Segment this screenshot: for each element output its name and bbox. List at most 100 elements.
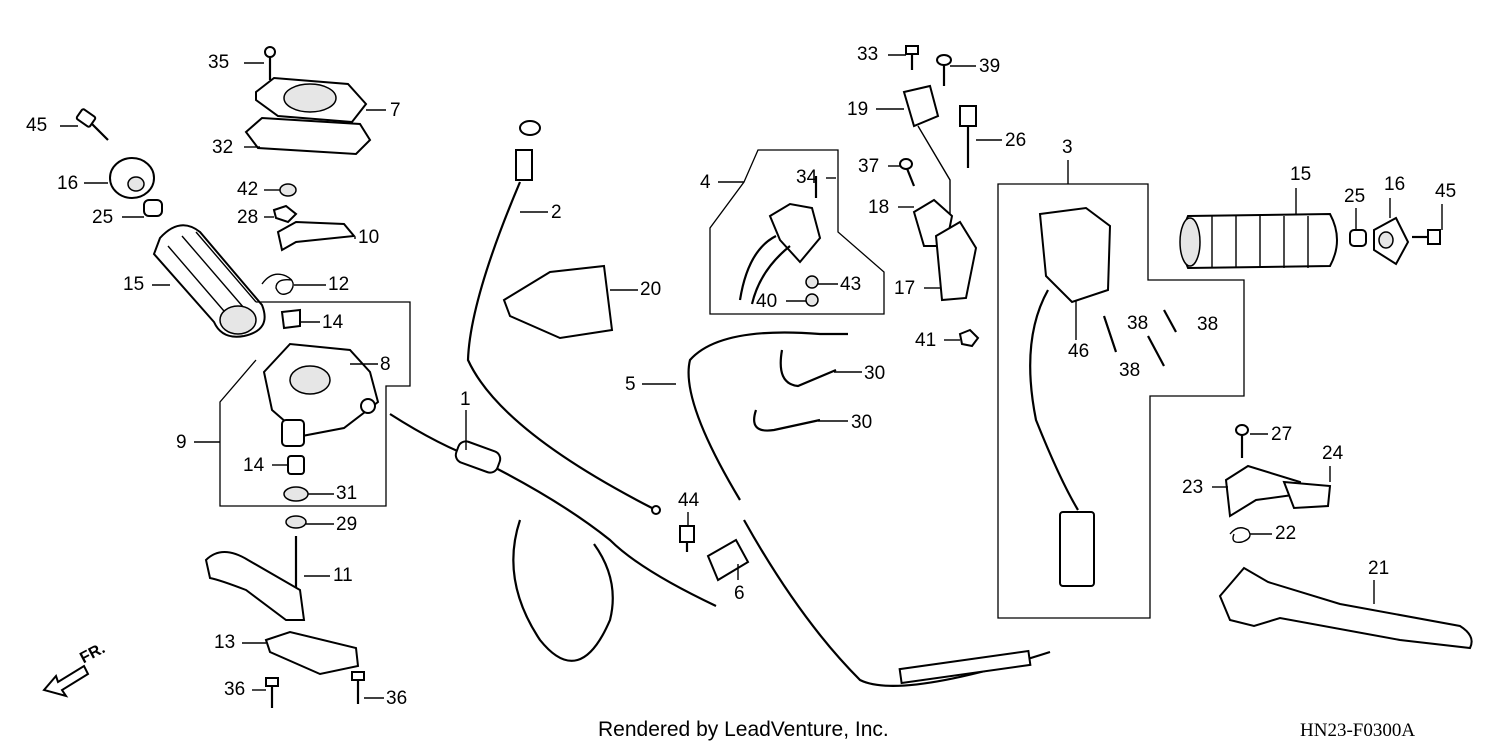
screw-38-c [1147,335,1165,367]
callout-43: 43 [840,274,862,295]
callout-20: 20 [640,279,662,300]
callout-16: 16 [1384,174,1406,195]
callout-15: 15 [123,274,145,295]
callout-4: 4 [700,172,711,193]
screw-27 [1235,424,1249,458]
screw-38-a [1102,315,1118,353]
callout-8: 8 [380,354,391,375]
pin-26 [959,105,977,168]
grip-15-left [152,224,266,338]
switch-46 [1029,206,1112,587]
assembly-box-9 [219,301,411,507]
callout-5: 5 [625,374,636,395]
screw-33 [905,45,919,70]
screw-37 [899,158,916,187]
callout-24: 24 [1322,443,1344,464]
holder-17 [934,220,978,302]
gasket-32 [244,116,372,156]
collar-25-right [1349,229,1367,247]
harness-30-bottom [753,409,821,432]
throttle-housing-8 [262,342,380,447]
grip-end-16-left [109,157,155,199]
washer-42 [279,183,297,197]
callout-45: 45 [1435,181,1457,202]
cap-14-bottom [287,455,305,475]
callout-18: 18 [868,197,890,218]
clip-19 [902,84,940,128]
brake-lever-21 [1218,566,1473,650]
washer-29 [285,515,307,529]
callout-32: 32 [212,137,234,158]
bolt-44 [679,525,695,552]
callout-40: 40 [756,291,778,312]
pad-24 [1282,480,1332,510]
callout-33: 33 [857,44,879,65]
callout-12: 12 [328,274,350,295]
callout-7: 7 [390,100,401,121]
callout-26: 26 [1005,130,1027,151]
callout-23: 23 [1182,477,1204,498]
callout-37: 37 [858,156,880,177]
callout-30: 30 [864,363,886,384]
callout-15: 15 [1290,164,1312,185]
cable-2 [466,120,661,515]
callout-1: 1 [460,389,471,410]
callout-29: 29 [336,514,358,535]
cable-1 [389,413,717,662]
callout-27: 27 [1271,424,1293,445]
lever-10 [276,220,356,252]
callout-38: 38 [1127,313,1149,334]
callout-10: 10 [358,227,380,248]
bolt-36-right [351,671,365,704]
switch-34 [738,176,822,305]
callout-6: 6 [734,583,745,604]
callout-13: 13 [214,632,236,653]
bolt-45-left [75,108,109,141]
callout-31: 31 [336,483,358,504]
callout-28: 28 [237,207,259,228]
assembly-box-3 [997,183,1245,619]
callout-36: 36 [224,679,246,700]
callout-16: 16 [57,173,79,194]
callout-30: 30 [851,412,873,433]
leader-lines [60,54,1443,699]
cable-5 [687,331,1051,687]
callout-41: 41 [915,330,937,351]
grip-15-right [1179,212,1338,270]
diagram-code: HN23-F0300A [1300,720,1416,741]
callout-38: 38 [1197,314,1219,335]
callout-34: 34 [796,167,818,188]
harness-30-top [779,349,837,388]
callout-14: 14 [322,312,344,333]
bolt-45-right [1412,229,1441,245]
callout-9: 9 [176,432,187,453]
footer-credit: Rendered by LeadVenture, Inc. [598,718,889,741]
throttle-cover-7 [255,46,368,124]
callout-19: 19 [847,99,869,120]
callout-46: 46 [1068,341,1090,362]
spring-12 [261,273,294,295]
callout-14: 14 [243,455,265,476]
nut-41 [958,328,980,348]
washer-43 [805,275,819,289]
callout-44: 44 [678,490,700,511]
callout-38: 38 [1119,360,1141,381]
callout-42: 42 [237,179,259,200]
cap-14-top [280,308,301,330]
spring-22 [1229,527,1251,544]
callout-35: 35 [208,52,230,73]
callout-36: 36 [386,688,408,709]
bolt-36-left [265,677,279,708]
plate-13 [264,630,360,676]
front-direction-arrow [42,664,90,698]
washer-31 [283,486,309,502]
callout-3: 3 [1062,137,1073,158]
callout-17: 17 [894,278,916,299]
assembly-box-4 [709,149,885,315]
callout-25: 25 [1344,186,1366,207]
washer-40 [805,293,819,307]
clamp-6 [706,538,750,582]
screw-38-b [1163,309,1177,333]
throttle-lever-11 [204,536,306,621]
